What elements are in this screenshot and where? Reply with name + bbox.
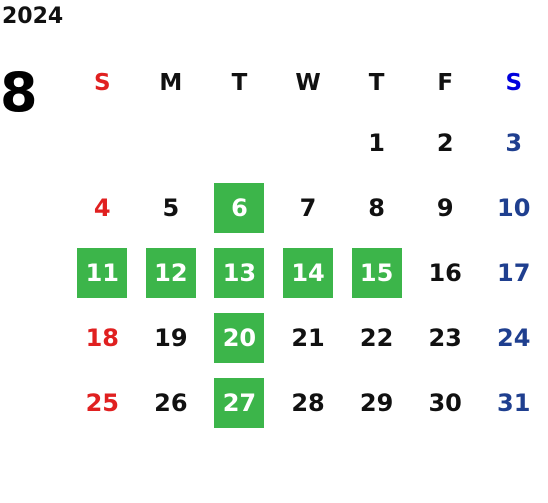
calendar-week-row: 11 12 13 14 15 16 17 xyxy=(68,240,548,305)
calendar-day-highlighted[interactable]: 11 xyxy=(68,240,137,305)
calendar-day-number: 7 xyxy=(299,193,317,222)
calendar-day[interactable]: 29 xyxy=(342,370,411,435)
calendar-day-number: 23 xyxy=(428,323,462,352)
calendar-day-highlighted[interactable]: 20 xyxy=(205,305,274,370)
calendar-day-number: 28 xyxy=(291,388,325,417)
calendar-day-number: 12 xyxy=(145,247,196,298)
weekday-header-tuesday: T xyxy=(231,69,248,96)
calendar-day-number: 8 xyxy=(368,193,385,222)
calendar-day-number: 15 xyxy=(351,247,402,298)
calendar-day-number xyxy=(146,118,196,168)
calendar-day-highlighted[interactable]: 14 xyxy=(274,240,343,305)
calendar-day-empty xyxy=(137,110,206,175)
calendar-day[interactable]: 4 xyxy=(68,175,137,240)
calendar-day[interactable]: 7 xyxy=(274,175,343,240)
calendar-day-number: 18 xyxy=(85,323,119,352)
calendar-day[interactable]: 18 xyxy=(68,305,137,370)
calendar-day-number: 24 xyxy=(497,323,531,352)
calendar-day-number: 11 xyxy=(77,247,128,298)
calendar-day[interactable]: 26 xyxy=(137,370,206,435)
calendar-day[interactable]: 28 xyxy=(274,370,343,435)
calendar-day-number: 16 xyxy=(428,258,462,287)
calendar-day-empty xyxy=(205,110,274,175)
calendar-day-number xyxy=(283,118,333,168)
calendar-day[interactable]: 30 xyxy=(411,370,480,435)
calendar-day[interactable]: 23 xyxy=(411,305,480,370)
weekday-header-friday: F xyxy=(437,69,454,96)
weekday-header-thursday: T xyxy=(368,69,385,96)
calendar-day-number: 26 xyxy=(154,388,188,417)
calendar-day-number: 2 xyxy=(436,128,454,157)
calendar-day[interactable]: 25 xyxy=(68,370,137,435)
calendar-day-number: 19 xyxy=(154,323,188,352)
calendar-day-number: 21 xyxy=(291,323,325,352)
calendar-day-number: 14 xyxy=(283,247,334,298)
weekday-header-sunday: S xyxy=(94,69,111,96)
calendar-day-number: 27 xyxy=(214,377,265,428)
calendar-year: 2024 xyxy=(2,4,64,29)
weekday-header-saturday: S xyxy=(505,69,523,96)
calendar-day-highlighted[interactable]: 27 xyxy=(205,370,274,435)
calendar-day[interactable]: 21 xyxy=(274,305,343,370)
calendar-day-number: 30 xyxy=(428,388,462,417)
calendar-day-number: 5 xyxy=(162,193,180,222)
calendar-day-empty xyxy=(274,110,343,175)
calendar-day[interactable]: 19 xyxy=(137,305,206,370)
calendar-day-number: 9 xyxy=(436,193,454,222)
calendar-day-number: 3 xyxy=(505,128,523,157)
calendar-day[interactable]: 5 xyxy=(137,175,206,240)
calendar-week-row: 25 26 27 28 29 30 31 xyxy=(68,370,548,435)
calendar-month: 8 xyxy=(0,61,38,124)
calendar-day-number: 17 xyxy=(497,258,531,287)
weekday-header-wednesday: W xyxy=(295,69,321,96)
calendar-day[interactable]: 9 xyxy=(411,175,480,240)
calendar-day-highlighted[interactable]: 13 xyxy=(205,240,274,305)
calendar-day-number: 13 xyxy=(214,247,265,298)
calendar-day[interactable]: 31 xyxy=(479,370,548,435)
calendar-day[interactable]: 17 xyxy=(479,240,548,305)
calendar-day-number: 6 xyxy=(214,182,265,233)
calendar-day[interactable]: 2 xyxy=(411,110,480,175)
calendar-day[interactable]: 8 xyxy=(342,175,411,240)
calendar-day-number: 31 xyxy=(497,388,531,417)
weekday-header-monday: M xyxy=(159,69,183,96)
calendar-day[interactable]: 10 xyxy=(479,175,548,240)
calendar-day-highlighted[interactable]: 15 xyxy=(342,240,411,305)
calendar-day-highlighted[interactable]: 6 xyxy=(205,175,274,240)
calendar-day-number: 25 xyxy=(85,388,119,417)
calendar-day-number: 1 xyxy=(368,128,385,157)
calendar-day[interactable]: 1 xyxy=(342,110,411,175)
calendar-week-row: 18 19 20 21 22 23 24 xyxy=(68,305,548,370)
calendar-day-number xyxy=(77,118,127,168)
calendar-week-row: 4 5 6 7 8 9 10 xyxy=(68,175,548,240)
calendar-day-highlighted[interactable]: 12 xyxy=(137,240,206,305)
calendar-day-number xyxy=(214,118,264,168)
calendar-day[interactable]: 24 xyxy=(479,305,548,370)
calendar-week-row: 1 2 3 xyxy=(68,110,548,175)
calendar-day-number: 10 xyxy=(497,193,531,222)
calendar-day-empty xyxy=(68,110,137,175)
calendar-day[interactable]: 22 xyxy=(342,305,411,370)
calendar-day-number: 29 xyxy=(359,388,394,417)
calendar-day-number: 20 xyxy=(214,312,265,363)
weekday-header-row: S M T W T F S xyxy=(68,55,548,110)
calendar-day-number: 4 xyxy=(93,193,111,222)
calendar-day[interactable]: 16 xyxy=(411,240,480,305)
calendar-day-number: 22 xyxy=(359,323,394,352)
calendar-day[interactable]: 3 xyxy=(479,110,548,175)
